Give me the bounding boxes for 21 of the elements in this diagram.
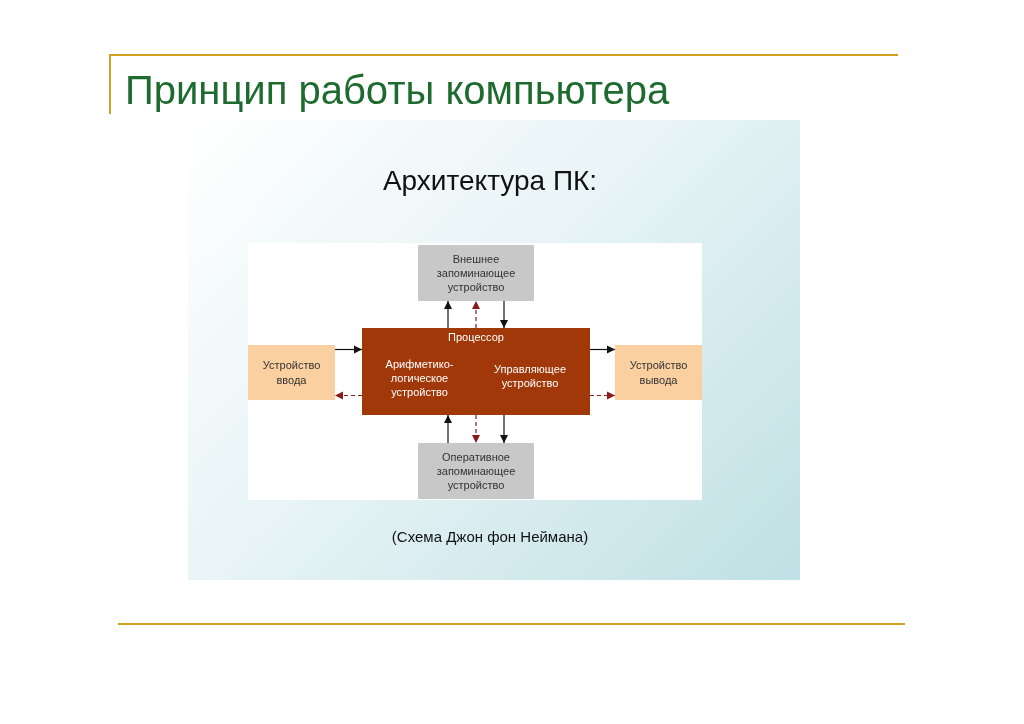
processor-box (362, 328, 590, 415)
unit-label: Арифметико-логическое устройство (372, 348, 467, 408)
device-box: Устройство вывода (615, 345, 702, 400)
dashed-arrow (589, 391, 616, 400)
arrow (443, 414, 453, 444)
slide-title: Принцип работы компьютера (125, 68, 670, 113)
arrow (499, 300, 509, 329)
arrow (334, 345, 363, 354)
box-title: Процессор (448, 330, 504, 345)
storage-box: Оперативное запоминающее устройство (418, 443, 534, 499)
device-box: Устройство ввода (248, 345, 335, 400)
caption-text: (Схема Джон фон Неймана) (390, 528, 590, 545)
dashed-arrow (471, 300, 481, 329)
arrow (499, 414, 509, 444)
storage-box: Внешнее запоминающее устройство (418, 245, 534, 301)
diagram-heading: Архитектура ПК: (381, 165, 599, 197)
arrow (589, 345, 616, 354)
dashed-arrow (471, 414, 481, 444)
dashed-arrow (334, 391, 363, 400)
unit-label: Управляющее устройство (480, 356, 580, 396)
arrow (443, 300, 453, 329)
